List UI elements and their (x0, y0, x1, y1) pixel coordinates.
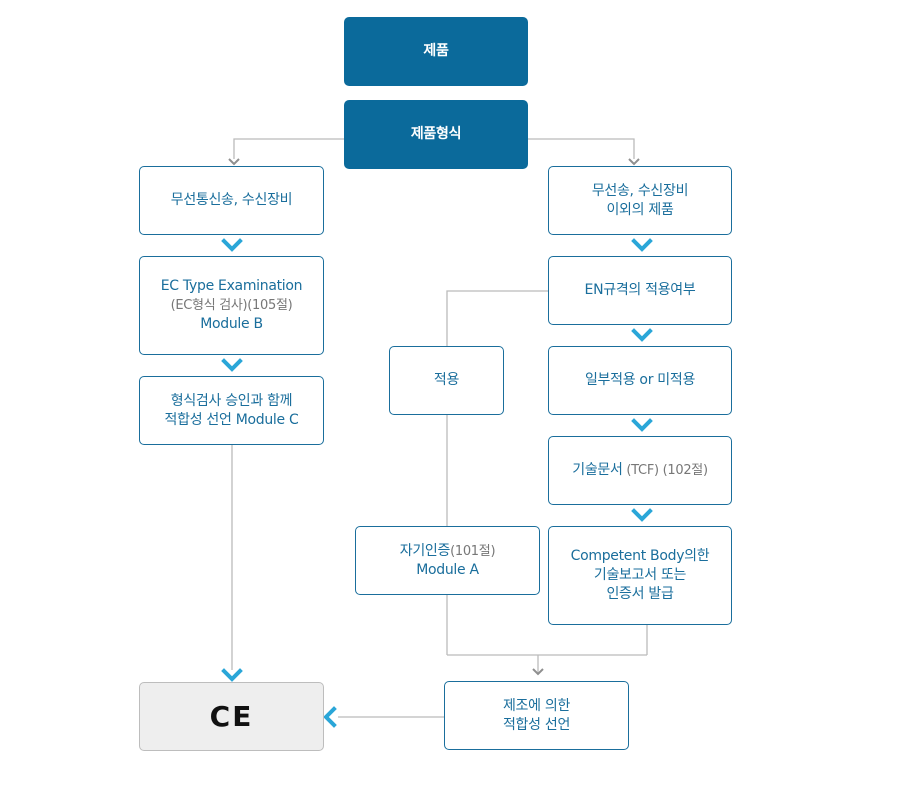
arrow-down-icon (228, 158, 240, 166)
ce-mark-icon: CE (209, 700, 254, 733)
arrow-down-icon (628, 158, 640, 166)
node-self-cert-module: Module A (416, 561, 479, 578)
connector-to-non-wireless (528, 138, 635, 159)
node-competent-line1: Competent Body의한 (570, 548, 710, 564)
node-ec-type-line1: EC Type Examination (160, 278, 303, 294)
node-product: 제품 (344, 17, 528, 86)
node-en-standard-label: EN규격의 적용여부 (584, 282, 696, 298)
node-non-wireless-line1: 무선송, 수신장비 (591, 182, 689, 199)
node-wireless-label: 무선통신송, 수신장비 (170, 192, 293, 208)
node-competent-line2: 기술보고서 또는 (593, 567, 687, 583)
chevron-down-icon (631, 328, 653, 342)
chevron-down-icon (631, 508, 653, 522)
chevron-down-icon (631, 418, 653, 432)
node-self-cert-sub: (101절) (450, 543, 496, 559)
connector-to-wireless (233, 138, 344, 159)
chevron-down-icon (221, 358, 243, 372)
node-type-approval: 형식검사 승인과 함께 적합성 선언 Module C (139, 376, 324, 445)
node-self-cert: 자기인증(101절) Module A (355, 526, 540, 595)
node-type-approval-line2: 적합성 선언 Module C (164, 411, 299, 428)
connector-en-to-applied (446, 290, 548, 346)
node-partial-label: 일부적용 or 미적용 (584, 372, 696, 388)
chevron-down-icon (221, 668, 243, 682)
node-product-type-label: 제품형식 (410, 126, 462, 142)
node-wireless: 무선통신송, 수신장비 (139, 166, 324, 235)
node-partial: 일부적용 or 미적용 (548, 346, 732, 415)
node-manufacturer-line1: 제조에 의한 (502, 697, 571, 714)
chevron-down-icon (631, 238, 653, 252)
node-product-type: 제품형식 (344, 100, 528, 169)
node-manufacturer: 제조에 의한 적합성 선언 (444, 681, 629, 750)
node-tech-doc-main: 기술문서 (572, 462, 623, 478)
node-applied: 적용 (389, 346, 504, 415)
node-ce-mark: CE (139, 682, 324, 751)
arrow-down-icon (532, 668, 544, 676)
node-competent: Competent Body의한 기술보고서 또는 인증서 발급 (548, 526, 732, 625)
node-type-approval-line1: 형식검사 승인과 함께 (170, 392, 293, 409)
node-tech-doc: 기술문서 (TCF) (102절) (548, 436, 732, 505)
node-ec-type: EC Type Examination (EC형식 검사)(105절) Modu… (139, 256, 324, 355)
chevron-down-icon (221, 238, 243, 252)
node-self-cert-line1: 자기인증(101절) (399, 542, 496, 561)
node-tech-doc-label: 기술문서 (TCF) (102절) (572, 461, 708, 480)
node-ec-type-line2: (EC형식 검사)(105절) (170, 298, 293, 313)
node-ec-type-line3: Module B (200, 316, 263, 332)
node-non-wireless: 무선송, 수신장비 이외의 제품 (548, 166, 732, 235)
node-self-cert-main: 자기인증 (399, 542, 451, 559)
node-tech-doc-sub: (TCF) (102절) (622, 463, 708, 478)
node-non-wireless-line2: 이외의 제품 (606, 201, 674, 218)
chevron-left-icon (323, 706, 337, 728)
node-manufacturer-line2: 적합성 선언 (502, 716, 571, 733)
node-product-label: 제품 (423, 43, 449, 59)
node-competent-line3: 인증서 발급 (606, 586, 674, 602)
node-applied-label: 적용 (433, 372, 460, 388)
node-en-standard: EN규격의 적용여부 (548, 256, 732, 325)
